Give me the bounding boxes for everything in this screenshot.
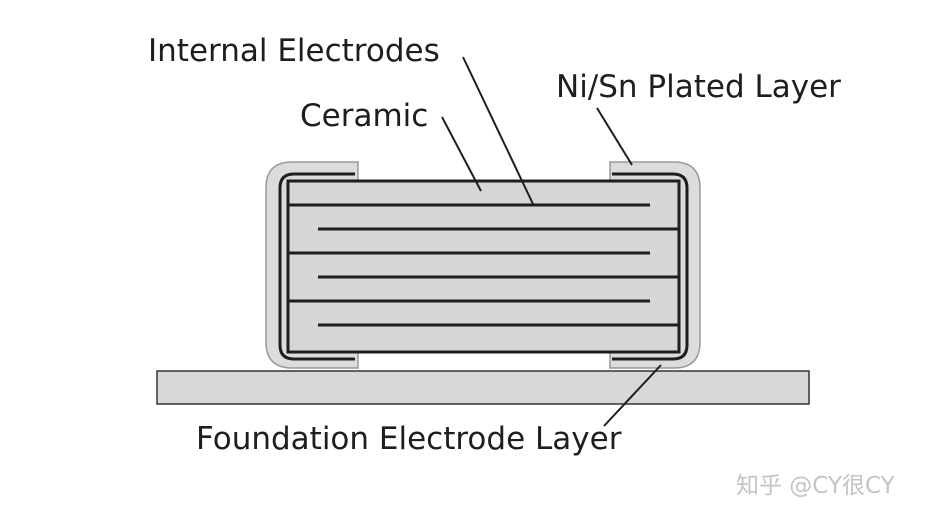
internal-electrodes (288, 203, 679, 327)
watermark: 知乎 @CY很CY (736, 473, 895, 499)
pcb-board (156, 370, 810, 405)
leader-lines (441, 56, 662, 427)
ni-sn-plated-layer-label: Ni/Sn Plated Layer (556, 69, 841, 105)
internal-electrodes-leader (462, 56, 534, 205)
foundation-electrode-layer-label: Foundation Electrode Layer (196, 421, 622, 457)
ni-sn-leader (596, 107, 633, 166)
ceramic-leader (441, 116, 482, 192)
ceramic-label: Ceramic (300, 98, 429, 134)
foundation-leader (603, 364, 662, 427)
internal-electrodes-label: Internal Electrodes (148, 33, 440, 69)
